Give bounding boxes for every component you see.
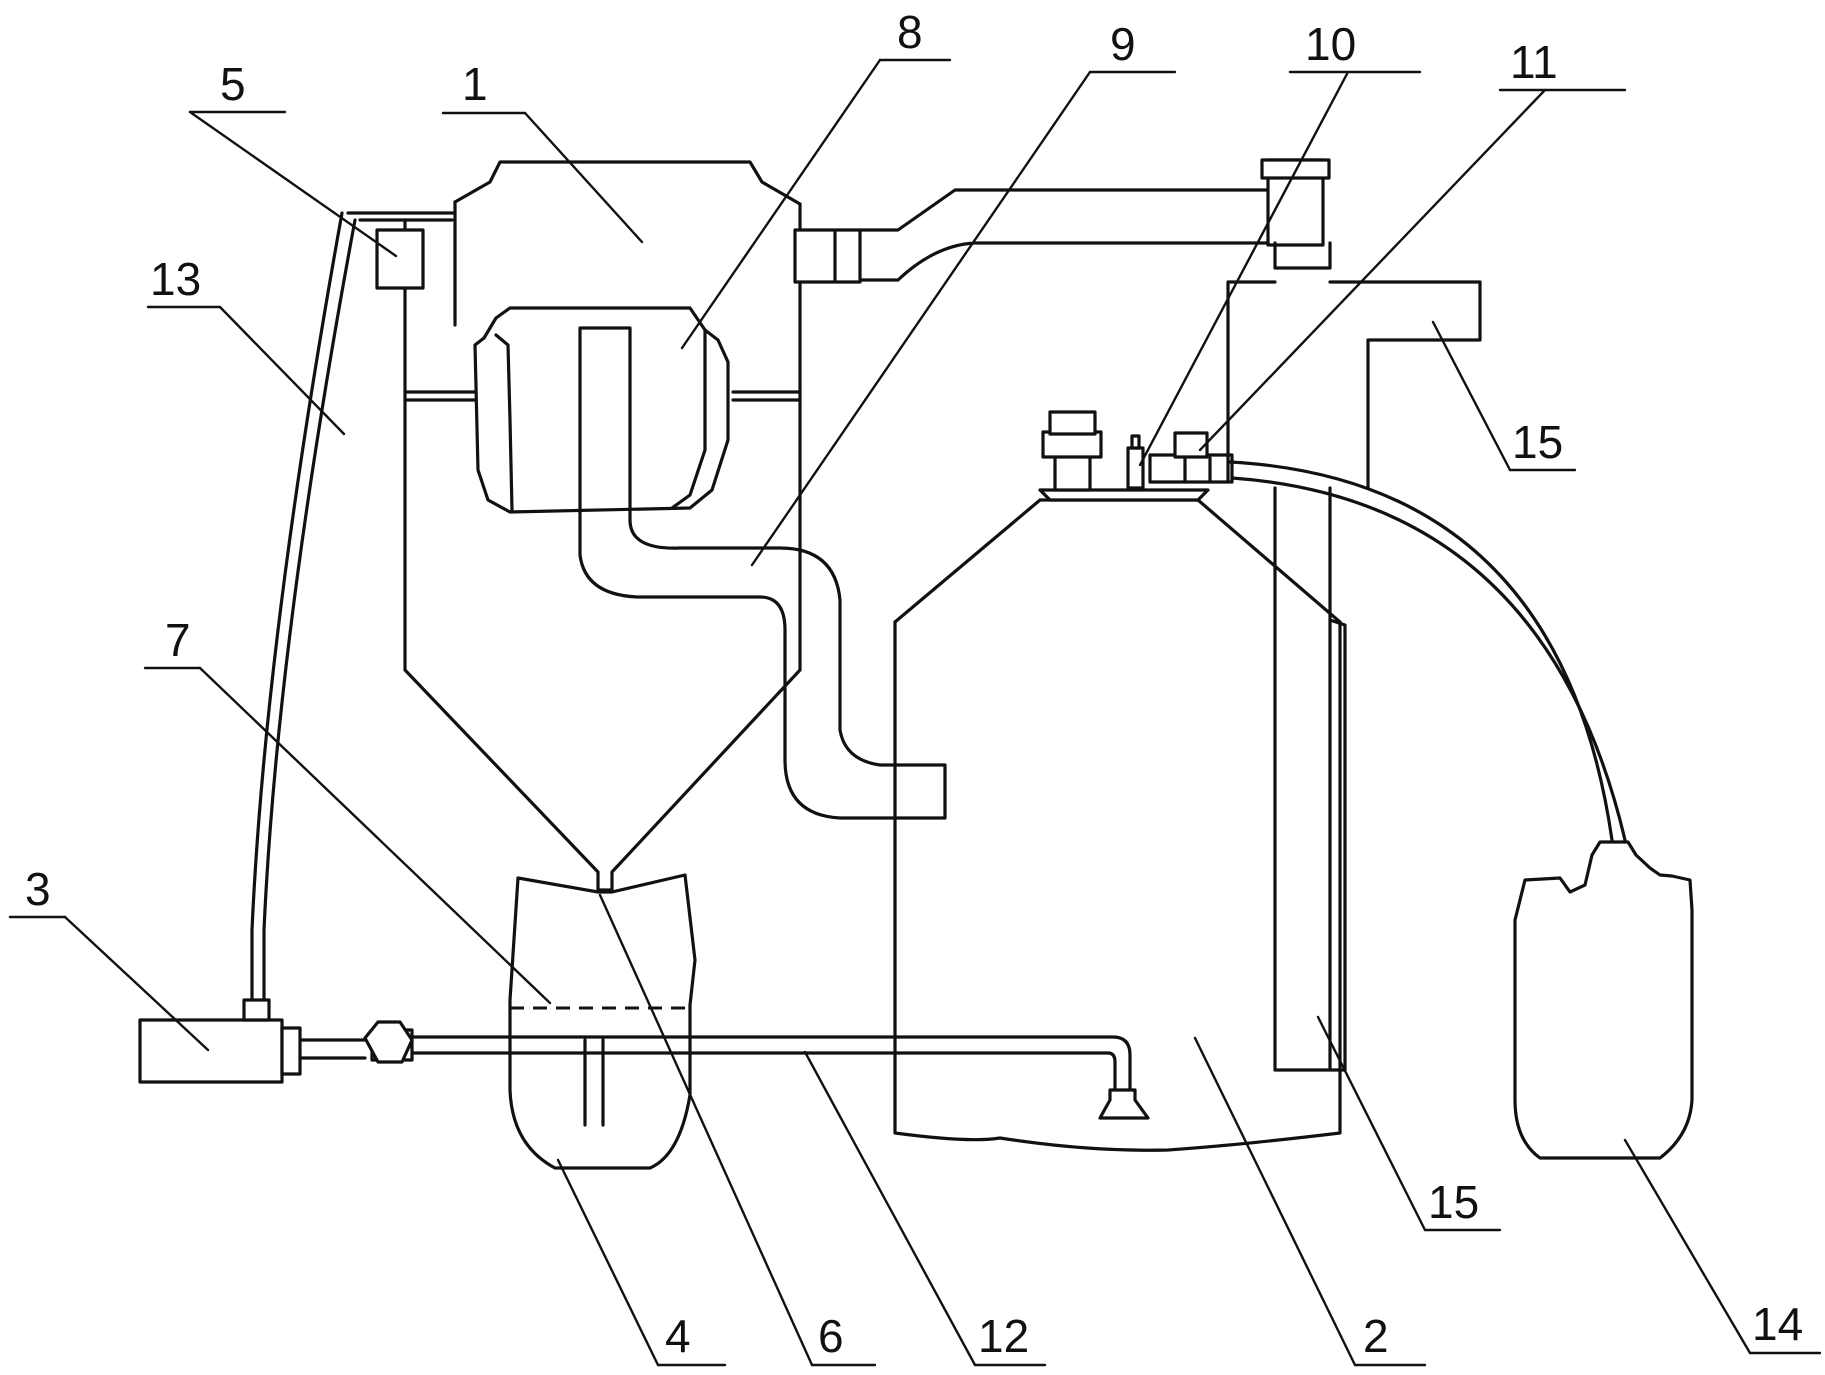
- pipe-9: [578, 326, 947, 820]
- callout-6: 6: [818, 1310, 844, 1362]
- callout-12: 12: [978, 1310, 1029, 1362]
- check-valve: [363, 1020, 414, 1064]
- drum-8: [473, 306, 730, 514]
- callout-4: 4: [665, 1310, 691, 1362]
- callout-2: 2: [1363, 1310, 1389, 1362]
- probe-10: [1126, 434, 1145, 490]
- callout-7: 7: [165, 614, 191, 666]
- callout-labels: 1 2 3 4 5 6 7 8 9 10 11 12 13 14 15 15: [25, 6, 1803, 1362]
- callout-10: 10: [1305, 18, 1356, 70]
- hose-to-container: [1228, 460, 1627, 842]
- connecting-duct: [793, 158, 1332, 284]
- callout-8: 8: [897, 6, 923, 58]
- callout-13: 13: [150, 253, 201, 305]
- hose-13: [250, 211, 357, 1002]
- receptacle-4: [508, 873, 697, 1170]
- leader-lines: [8, 58, 1822, 1367]
- main-tank-2: [893, 488, 1342, 1152]
- sensor-5: [375, 228, 425, 290]
- inner-column-15: [1273, 486, 1347, 1072]
- tank-fill-cap: [1041, 410, 1103, 492]
- container-14: [1513, 840, 1694, 1160]
- callout-14: 14: [1752, 1298, 1803, 1350]
- callout-5: 5: [220, 58, 246, 110]
- callout-3: 3: [25, 863, 51, 915]
- pump-3: [138, 998, 367, 1084]
- callout-15-bottom: 15: [1428, 1176, 1479, 1228]
- callout-9: 9: [1110, 18, 1136, 70]
- pipe-12: [408, 1035, 1150, 1120]
- separator-vessel-1: [403, 160, 802, 892]
- callout-15-top: 15: [1512, 416, 1563, 468]
- callout-1: 1: [462, 58, 488, 110]
- outer-casing-15: [1226, 280, 1482, 490]
- callout-11: 11: [1510, 36, 1558, 88]
- valve-11: [1148, 431, 1234, 484]
